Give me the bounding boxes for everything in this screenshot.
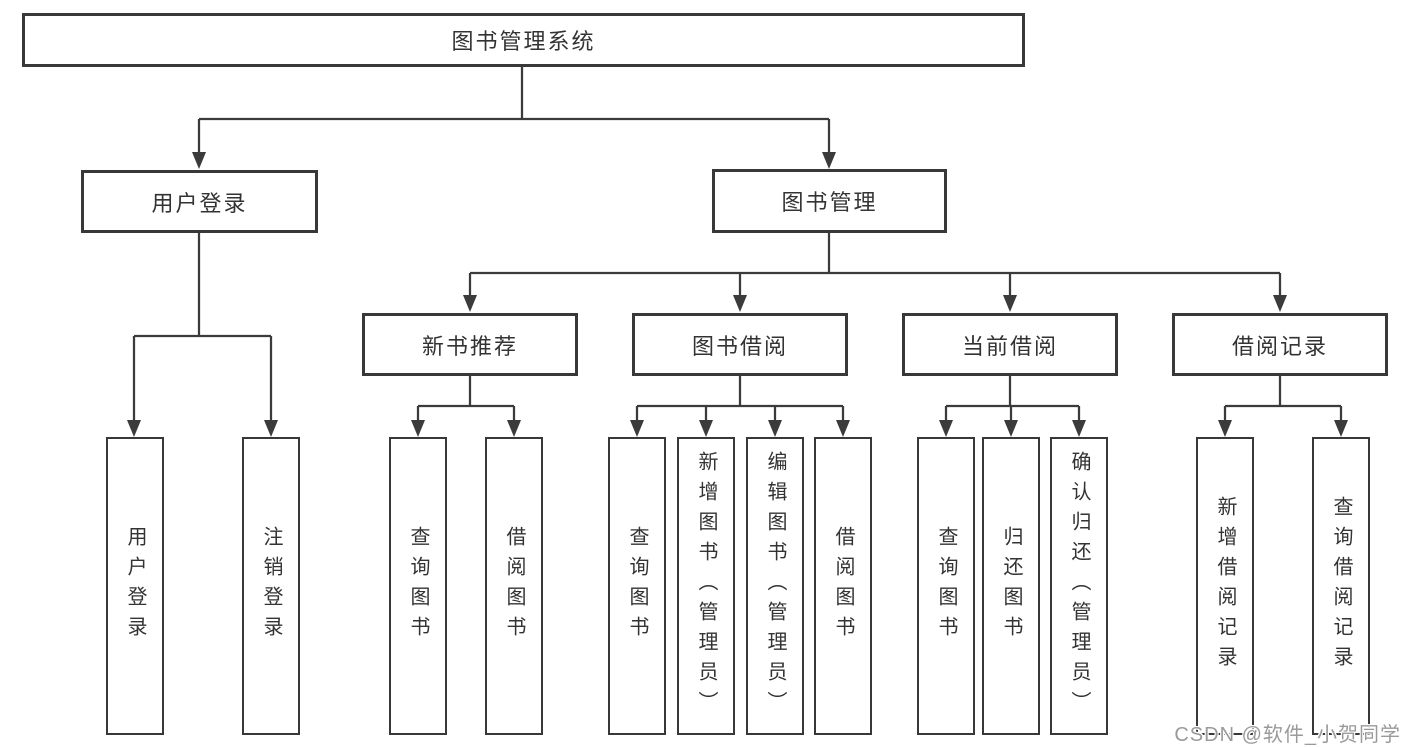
leaf-user-login: 用户登录 <box>106 437 164 735</box>
leaf-bb-edit-book-admin: 编辑图书（管理员） <box>746 437 804 735</box>
node-book-management: 图书管理 <box>712 169 947 233</box>
node-borrow-records-label: 借阅记录 <box>1231 333 1328 359</box>
node-book-management-label: 图书管理 <box>781 190 878 215</box>
leaf-bb-add-book-admin: 新增图书（管理员） <box>677 437 735 735</box>
leaf-logout-login: 注销登录 <box>242 437 300 735</box>
leaf-br-add-record: 新增借阅记录 <box>1196 437 1254 735</box>
leaf-nbr-query-book: 查询图书 <box>389 437 447 735</box>
node-new-book-recommend-label: 新书推荐 <box>421 333 518 359</box>
node-root: 图书管理系统 <box>22 13 1025 67</box>
leaf-bb-borrow-book: 借阅图书 <box>814 437 872 735</box>
node-current-borrow-label: 当前借阅 <box>961 333 1058 359</box>
node-book-borrow: 图书借阅 <box>632 313 848 376</box>
csdn-watermark: CSDN @软件_小贺同学 <box>1174 724 1401 746</box>
node-borrow-records: 借阅记录 <box>1172 313 1388 376</box>
leaf-cb-return-book: 归还图书 <box>982 437 1040 735</box>
leaf-br-query-record: 查询借阅记录 <box>1312 437 1370 735</box>
node-current-borrow: 当前借阅 <box>902 313 1118 376</box>
leaf-cb-confirm-return-admin: 确认归还（管理员） <box>1050 437 1108 735</box>
node-user-login: 用户登录 <box>81 170 318 233</box>
leaf-nbr-borrow-book: 借阅图书 <box>485 437 543 735</box>
arrowheads <box>127 152 1348 437</box>
node-user-login-label: 用户登录 <box>151 190 248 216</box>
leaf-bb-query-book: 查询图书 <box>608 437 666 735</box>
leaf-cb-query-book: 查询图书 <box>917 437 975 735</box>
node-new-book-recommend: 新书推荐 <box>362 313 578 376</box>
node-root-label: 图书管理系统 <box>451 29 596 54</box>
node-book-borrow-label: 图书借阅 <box>691 333 788 359</box>
